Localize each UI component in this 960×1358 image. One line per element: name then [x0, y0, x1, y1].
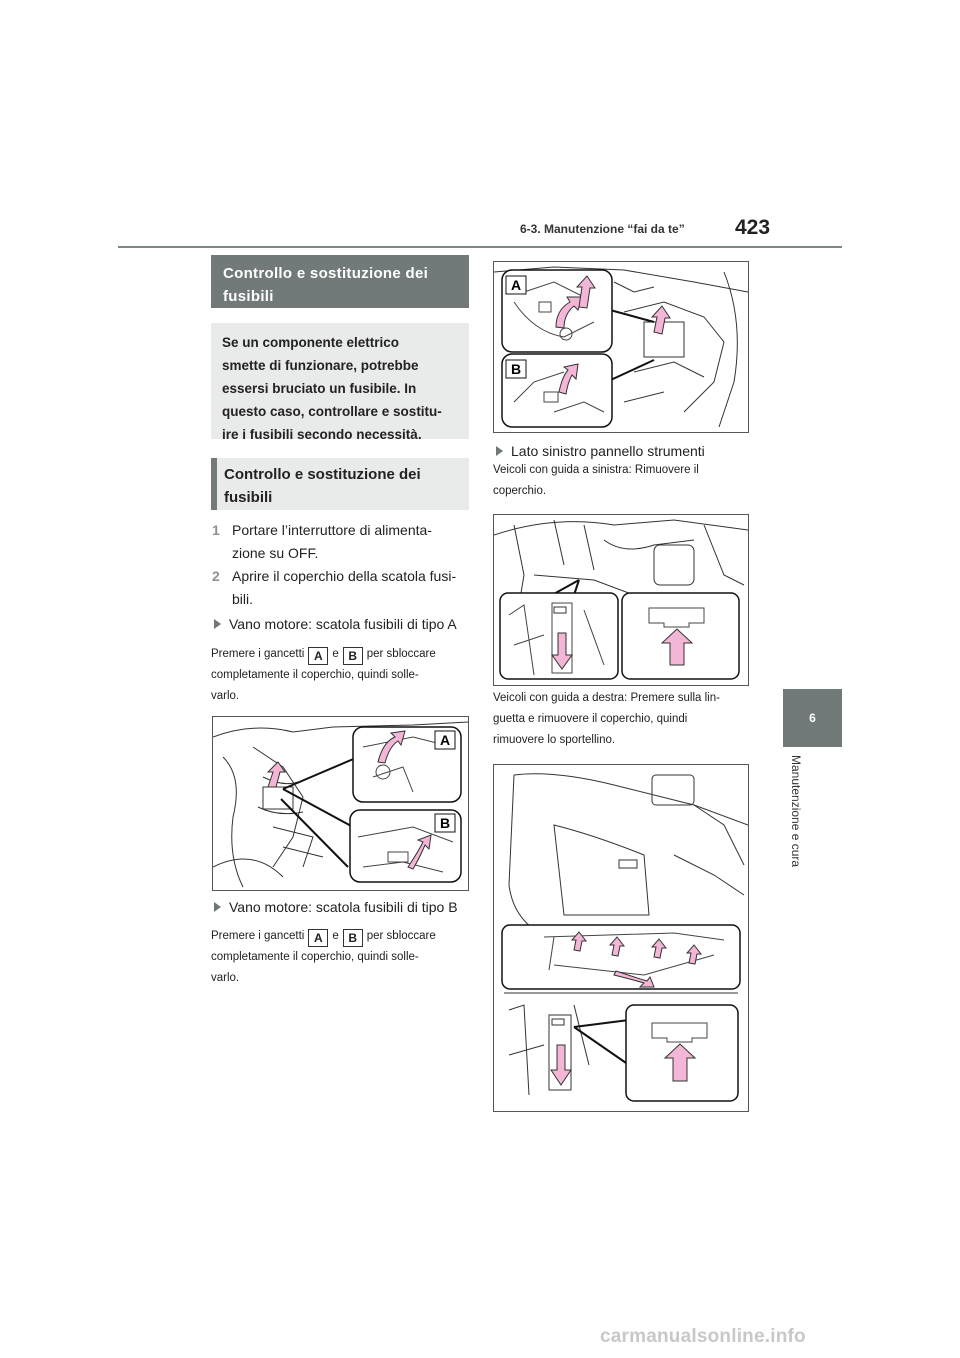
- intro-line: ire i fusibili secondo necessità.: [222, 427, 422, 442]
- chapter-label-text: Manutenzione e cura: [789, 755, 803, 868]
- press-text-line3: varlo.: [211, 690, 240, 702]
- chapter-number: 6: [809, 711, 816, 725]
- figure2-label-b: B: [511, 361, 521, 377]
- intro-line: Se un componente elettrico: [222, 335, 400, 350]
- step-1: 1 Portare l’interruttore di alimenta- zi…: [212, 519, 472, 565]
- step-text-line: Aprire il coperchio della scatola fusi-: [232, 568, 457, 584]
- press-text-pre: Premere i gancetti: [211, 930, 305, 942]
- press-text-pre: Premere i gancetti: [211, 648, 305, 660]
- intro-line: essersi bruciato un fusibile. In: [222, 381, 417, 396]
- bullet-text: Vano motore: scatola fusibili di tipo B: [229, 899, 458, 915]
- intro-line: smette di funzionare, potrebbe: [222, 358, 419, 373]
- subsection-title-box: Controllo e sostituzione dei fusibili: [211, 458, 469, 510]
- label-b-badge: B: [342, 647, 363, 665]
- step-2: 2 Aprire il coperchio della scatola fusi…: [212, 565, 472, 611]
- bullet-type-a: Vano motore: scatola fusibili di tipo A: [214, 615, 457, 633]
- step-text-line: zione su OFF.: [232, 545, 319, 561]
- step-number: 2: [212, 568, 220, 584]
- bullet-dash-left: Lato sinistro pannello strumenti: [496, 442, 705, 460]
- press-text-mid: e: [332, 930, 339, 942]
- section-header: 6-3. Manutenzione “fai da te”: [520, 222, 685, 236]
- page-number: 423: [735, 216, 771, 239]
- bullet-type-b: Vano motore: scatola fusibili di tipo B: [214, 898, 458, 916]
- press-text-line2: completamente il coperchio, quindi solle…: [211, 951, 419, 963]
- subsection-title-line-1: Controllo e sostituzione dei: [224, 466, 421, 483]
- rhd-instruction: Veicoli con guida a destra: Premere sull…: [493, 688, 763, 751]
- press-text-post: per sbloccare: [366, 930, 436, 942]
- step-number: 1: [212, 522, 220, 538]
- figure-dashboard-lhd: [493, 514, 749, 686]
- bullet-text: Vano motore: scatola fusibili di tipo A: [229, 616, 457, 632]
- figure-fuse-box-type-a: A B: [212, 716, 469, 891]
- lhd-line: coperchio.: [493, 485, 547, 497]
- subsection-title-line-2: fusibili: [224, 489, 273, 506]
- header-rule: [118, 246, 842, 248]
- chapter-label: Manutenzione e cura: [786, 755, 806, 915]
- rhd-line: Veicoli con guida a destra: Premere sull…: [493, 692, 720, 704]
- step-text-line: bili.: [232, 591, 254, 607]
- label-a-badge: A: [308, 929, 329, 947]
- bullet-triangle-icon: [214, 902, 221, 912]
- figure-fuse-box-type-b: A B: [493, 261, 749, 433]
- press-text-post: per sbloccare: [366, 648, 436, 660]
- section-title-line-2: fusibili: [223, 288, 274, 305]
- lhd-line: Veicoli con guida a sinistra: Rimuovere …: [493, 464, 699, 476]
- step-text-line: Portare l’interruttore di alimenta-: [232, 522, 432, 538]
- section-title-line-1: Controllo e sostituzione dei: [223, 265, 429, 282]
- label-a-badge: A: [308, 647, 329, 665]
- label-b-badge: B: [342, 929, 363, 947]
- section-title-box: Controllo e sostituzione dei fusibili: [211, 255, 469, 308]
- figure2-label-a: A: [511, 277, 521, 293]
- intro-box: Se un componente elettrico smette di fun…: [211, 323, 469, 442]
- bullet-triangle-icon: [496, 446, 503, 456]
- lhd-instruction: Veicoli con guida a sinistra: Rimuovere …: [493, 460, 763, 502]
- press-text-mid: e: [332, 648, 339, 660]
- press-text-line2: completamente il coperchio, quindi solle…: [211, 669, 419, 681]
- figure-label-a: A: [440, 732, 450, 748]
- rhd-line: guetta e rimuovere il coperchio, quindi: [493, 713, 688, 725]
- bullet-text: Lato sinistro pannello strumenti: [511, 443, 705, 459]
- chapter-tab: 6: [783, 689, 842, 747]
- bullet-triangle-icon: [214, 619, 221, 629]
- figure-label-b: B: [440, 815, 450, 831]
- press-text-line3: varlo.: [211, 972, 240, 984]
- intro-line: questo caso, controllare e sostitu-: [222, 404, 442, 419]
- rhd-line: rimuovere lo sportellino.: [493, 734, 616, 746]
- figure-dashboard-rhd: [493, 764, 749, 1112]
- footer-watermark: carmanualsonline.info: [600, 1326, 806, 1347]
